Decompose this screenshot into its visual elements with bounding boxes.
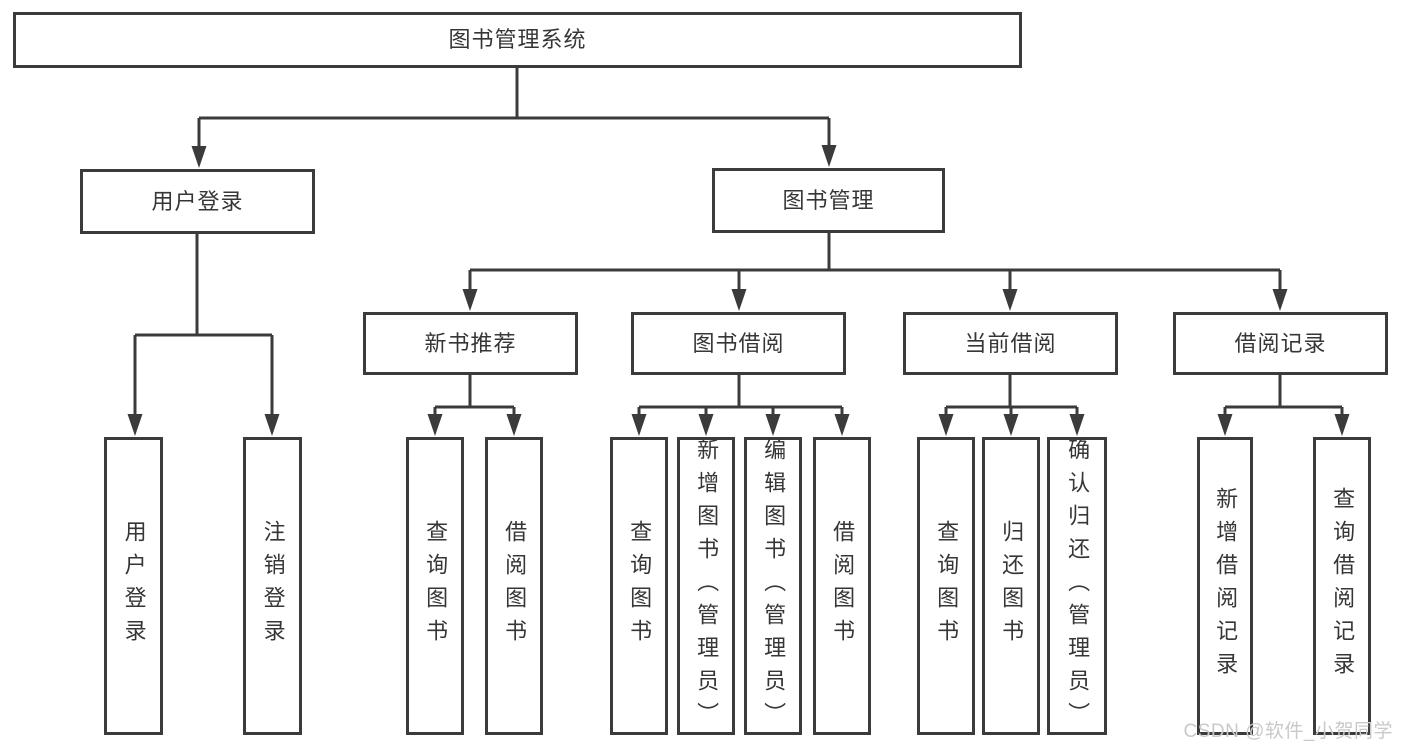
node-book-management-branch-label: 图书管理 xyxy=(782,187,875,213)
leaf-user-login: 用户登录 xyxy=(104,437,163,735)
node-borrow-records-label: 借阅记录 xyxy=(1234,330,1327,356)
node-root: 图书管理系统 xyxy=(13,12,1022,68)
leaf-record-add-label: 新增借阅记录 xyxy=(1213,487,1239,685)
node-current-borrow-label: 当前借阅 xyxy=(964,330,1057,356)
leaf-borrow-query-label: 查询图书 xyxy=(627,520,653,652)
leaf-newbook-borrow-label: 借阅图书 xyxy=(502,520,528,652)
leaf-logout: 注销登录 xyxy=(243,437,302,735)
leaf-borrow-borrow: 借阅图书 xyxy=(813,437,871,735)
leaf-borrow-add-admin: 新增图书（管理员） xyxy=(677,437,735,735)
csdn-watermark: CSDN @软件_小贺同学 xyxy=(1183,721,1393,742)
node-current-borrow: 当前借阅 xyxy=(903,312,1118,375)
leaf-logout-label: 注销登录 xyxy=(260,520,286,652)
node-user-login-branch-label: 用户登录 xyxy=(151,188,244,214)
node-new-book-recommend-label: 新书推荐 xyxy=(424,330,517,356)
node-borrow-records: 借阅记录 xyxy=(1173,312,1388,375)
leaf-borrow-add-admin-label: 新增图书（管理员） xyxy=(694,437,720,735)
leaf-borrow-edit-admin-label: 编辑图书（管理员） xyxy=(761,437,787,735)
leaf-current-query-label: 查询图书 xyxy=(934,520,960,652)
node-new-book-recommend: 新书推荐 xyxy=(363,312,578,375)
leaf-record-add: 新增借阅记录 xyxy=(1197,437,1253,735)
node-book-borrow: 图书借阅 xyxy=(631,312,846,375)
leaf-newbook-borrow: 借阅图书 xyxy=(485,437,543,735)
leaf-newbook-query-label: 查询图书 xyxy=(423,520,449,652)
leaf-current-query: 查询图书 xyxy=(917,437,975,735)
leaf-record-query-label: 查询借阅记录 xyxy=(1330,487,1356,685)
leaf-borrow-borrow-label: 借阅图书 xyxy=(830,520,856,652)
leaf-borrow-edit-admin: 编辑图书（管理员） xyxy=(744,437,802,735)
leaf-current-confirm-admin: 确认归还（管理员） xyxy=(1047,437,1107,735)
node-book-management-branch: 图书管理 xyxy=(712,168,945,233)
leaf-current-confirm-admin-label: 确认归还（管理员） xyxy=(1065,437,1091,735)
node-root-label: 图书管理系统 xyxy=(448,27,587,52)
leaf-current-return-label: 归还图书 xyxy=(999,520,1025,652)
leaf-current-return: 归还图书 xyxy=(982,437,1040,735)
leaf-record-query: 查询借阅记录 xyxy=(1313,437,1371,735)
leaf-newbook-query: 查询图书 xyxy=(406,437,464,735)
node-user-login-branch: 用户登录 xyxy=(80,169,315,234)
leaf-borrow-query: 查询图书 xyxy=(610,437,668,735)
leaf-user-login-label: 用户登录 xyxy=(121,520,147,652)
node-book-borrow-label: 图书借阅 xyxy=(692,330,785,356)
